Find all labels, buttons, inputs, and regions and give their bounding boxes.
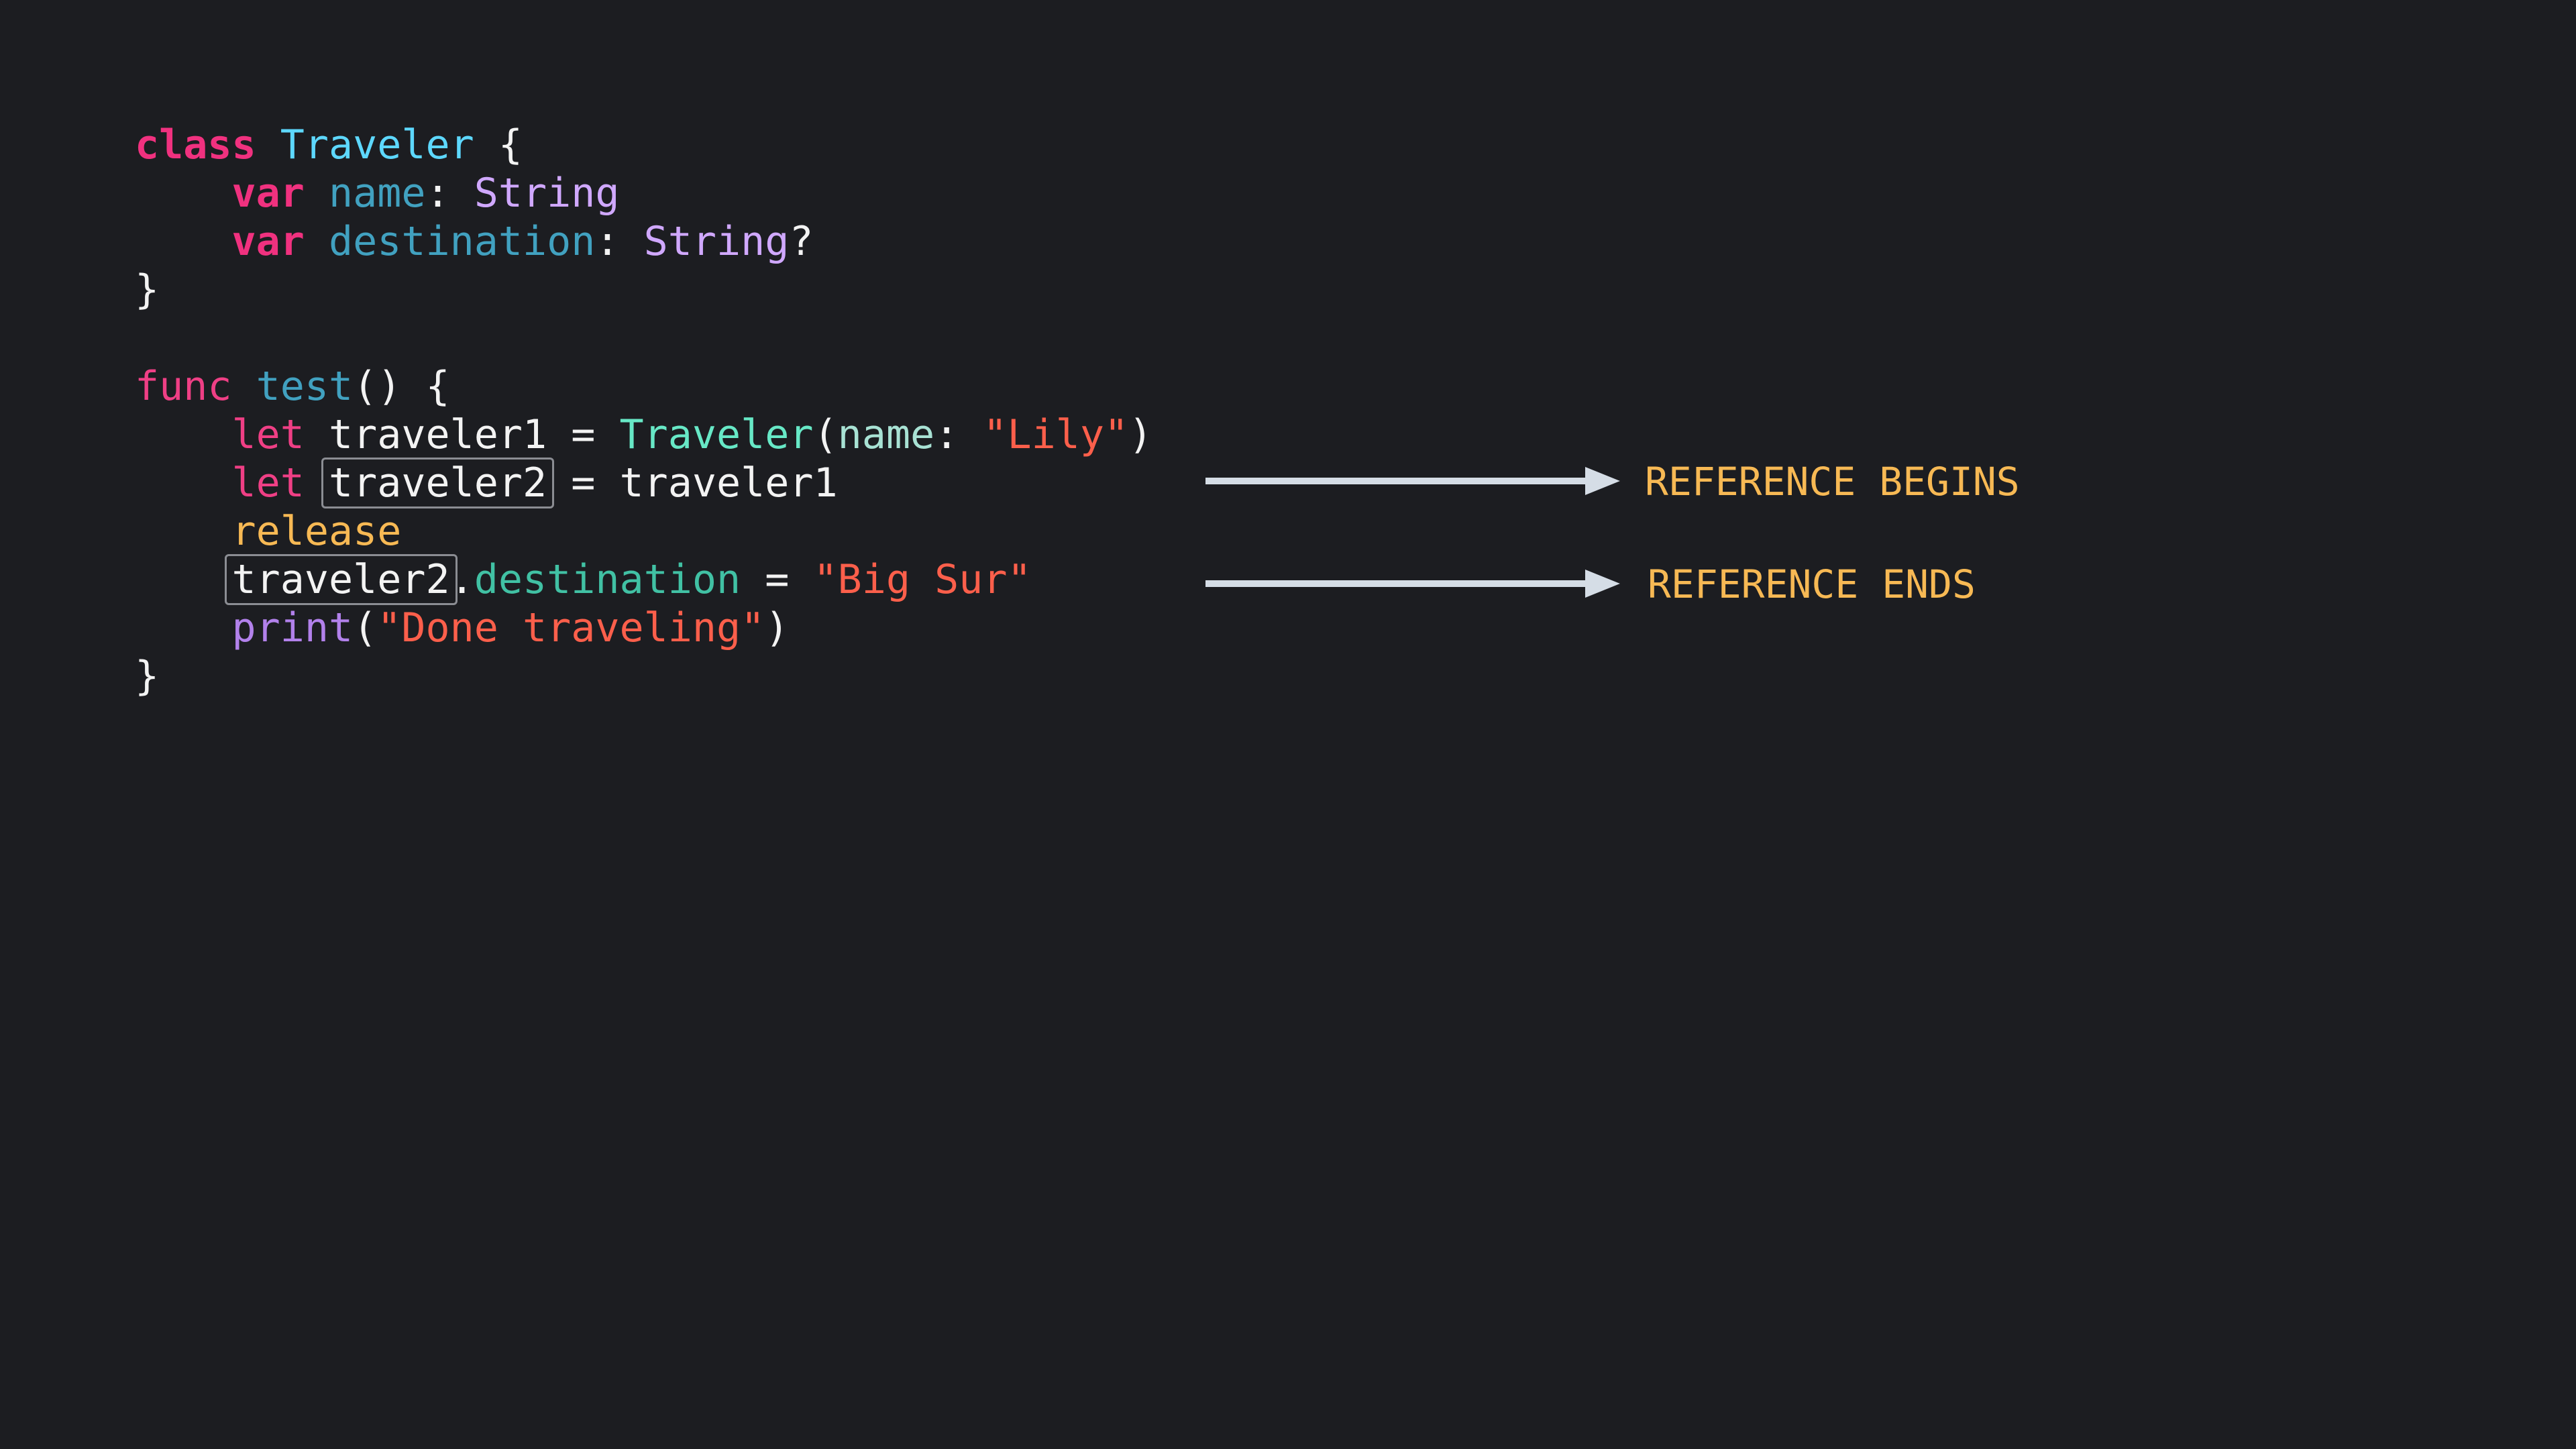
open-paren: (: [813, 411, 838, 458]
string-literal: "Done traveling": [377, 604, 765, 651]
colon: :: [934, 411, 959, 458]
code-line-let-traveler2: let traveler2 = traveler1: [135, 458, 1152, 508]
func-signature-rest: () {: [353, 363, 450, 410]
code-line-prop-destination: var destination: String?: [135, 217, 1152, 266]
keyword-var: var: [231, 170, 305, 217]
code-line-blank: [135, 314, 1152, 362]
function-name: test: [256, 363, 354, 410]
code-listing: class Traveler { var name: String var de…: [135, 121, 1152, 700]
constructor-call: Traveler: [619, 411, 814, 458]
reference-begins-arrow-icon: [1205, 464, 1621, 498]
keyword-func: func: [135, 363, 232, 410]
function-print: print: [231, 604, 354, 651]
close-brace: }: [135, 266, 160, 313]
keyword-let: let: [231, 411, 305, 458]
close-paren: ): [765, 604, 790, 651]
code-line-print: print("Done traveling"): [135, 604, 1152, 652]
equals: =: [765, 556, 790, 603]
value-traveler1: traveler1: [619, 460, 838, 506]
keyword-var: var: [231, 218, 305, 265]
arrow-head: [1585, 570, 1620, 598]
code-line-prop-name: var name: String: [135, 169, 1152, 217]
annotation-reference-begins: REFERENCE BEGINS: [1645, 459, 2020, 504]
class-name: Traveler: [280, 121, 474, 168]
code-line-assign-destination: traveler2.destination = "Big Sur": [135, 554, 1152, 605]
keyword-class: class: [135, 121, 256, 168]
reference-ends-arrow-icon: [1205, 567, 1621, 600]
code-line-class-close: }: [135, 266, 1152, 314]
code-line-class: class Traveler {: [135, 121, 1152, 169]
code-line-func-close: }: [135, 652, 1152, 700]
colon: :: [595, 218, 620, 265]
type-string: String: [474, 170, 620, 217]
close-paren: ): [1128, 411, 1153, 458]
close-brace: }: [135, 653, 160, 700]
string-literal: "Lily": [983, 411, 1129, 458]
optional-mark: ?: [789, 218, 814, 265]
equals: =: [571, 460, 596, 506]
string-literal: "Big Sur": [813, 556, 1032, 603]
highlighted-variable-traveler2: traveler2: [321, 458, 555, 508]
open-brace: {: [498, 121, 523, 168]
property-destination: destination: [329, 218, 596, 265]
argument-label: name: [837, 411, 935, 458]
open-paren: (: [353, 604, 378, 651]
keyword-let: let: [231, 460, 305, 506]
release-marker: release: [231, 508, 402, 555]
type-string: String: [643, 218, 790, 265]
code-line-func: func test() {: [135, 362, 1152, 411]
code-line-release: release: [135, 507, 1152, 555]
code-line-let-traveler1: let traveler1 = Traveler(name: "Lily"): [135, 411, 1153, 459]
annotation-reference-ends: REFERENCE ENDS: [1648, 561, 1976, 607]
equals: =: [571, 411, 596, 458]
highlighted-variable-traveler2: traveler2: [224, 554, 458, 605]
variable-traveler1: traveler1: [329, 411, 547, 458]
member-destination: destination: [474, 556, 741, 603]
property-name: name: [329, 170, 426, 217]
arrow-head: [1585, 467, 1620, 495]
colon: :: [425, 170, 450, 217]
dot: .: [449, 556, 474, 603]
